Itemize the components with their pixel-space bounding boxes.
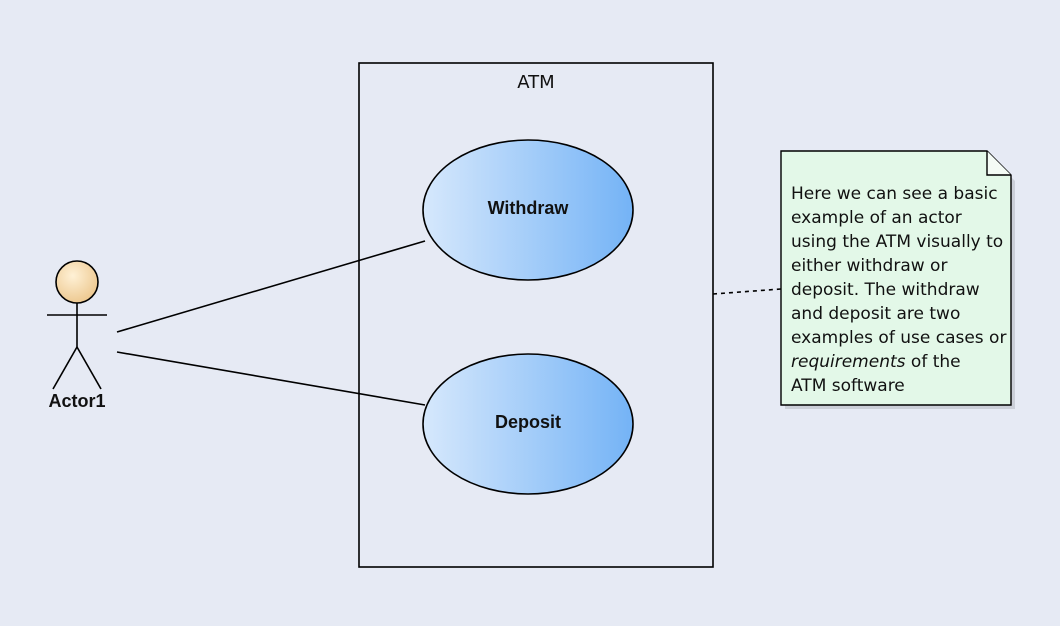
note-line: ATM software: [791, 376, 905, 396]
note-text: Here we can see a basic example of an ac…: [791, 182, 1023, 398]
association-line-deposit[interactable]: [116, 351, 426, 406]
note-line: either withdraw or: [791, 256, 948, 276]
note-fold-corner: [986, 151, 1011, 176]
note-line: and deposit are two: [791, 304, 961, 324]
note-line: examples of use cases or: [791, 328, 1007, 348]
use-case-withdraw[interactable]: [422, 139, 634, 281]
note-box[interactable]: [780, 150, 1012, 406]
association-line-withdraw[interactable]: [116, 240, 426, 333]
actor-right-leg: [76, 346, 102, 390]
actor-head: [55, 260, 99, 304]
note-connector[interactable]: [712, 288, 782, 295]
note-italic-word: requirements: [791, 352, 906, 372]
use-case-withdraw-label: Withdraw: [487, 198, 569, 218]
note-line: example of an actor: [791, 208, 962, 228]
note-line: using the ATM visually to: [791, 232, 1004, 252]
note-line: deposit. The withdraw: [791, 280, 980, 300]
note-after-italic: of the: [905, 352, 961, 372]
use-case-deposit[interactable]: [422, 353, 634, 495]
note-line: Here we can see a basic: [791, 184, 998, 204]
actor-left-leg: [52, 346, 78, 390]
system-title: ATM: [517, 72, 555, 93]
note-line-requirements: requirements of the: [791, 350, 1023, 374]
actor-figure[interactable]: [47, 260, 107, 390]
use-case-deposit-label: Deposit: [494, 412, 561, 432]
actor-label: Actor1: [48, 391, 106, 411]
system-boundary[interactable]: [358, 62, 714, 568]
